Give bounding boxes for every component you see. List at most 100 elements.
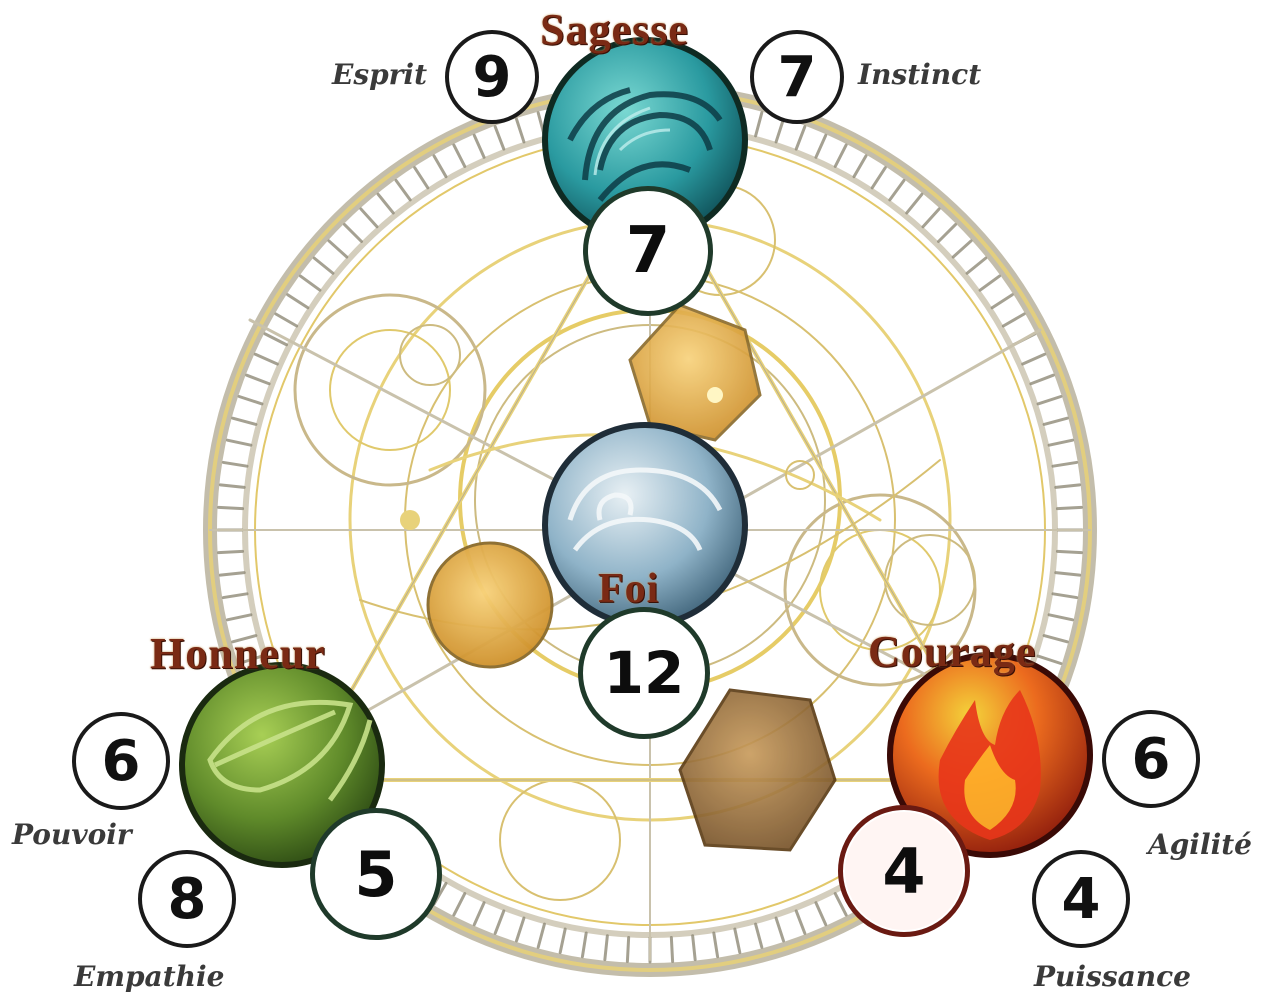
band-tick — [219, 551, 243, 552]
sagesse-title: Sagesse — [540, 4, 689, 55]
band-tick — [378, 194, 393, 213]
courage-title-text: Courage — [868, 627, 1036, 676]
pouvoir-value: 6 — [72, 712, 170, 810]
band-tick — [1038, 656, 1061, 663]
band-tick — [1053, 462, 1077, 466]
band-tick — [1031, 375, 1053, 384]
band-tick — [345, 225, 362, 242]
band-tick — [560, 929, 565, 952]
band-tick — [474, 135, 484, 157]
band-tick — [227, 615, 250, 620]
band-tick — [454, 894, 465, 915]
band-tick — [854, 156, 866, 177]
puissance-value: 4 — [1032, 850, 1130, 948]
band-tick — [474, 903, 484, 925]
puissance-label: Puissance — [1034, 960, 1191, 993]
band-tick — [517, 918, 524, 941]
band-tick — [967, 258, 986, 273]
band-tick — [671, 937, 672, 961]
band-tick — [1049, 615, 1072, 620]
band-tick — [454, 145, 465, 166]
band-tick — [582, 933, 586, 957]
honneur-title: Honneur — [150, 628, 326, 679]
band-tick — [776, 918, 783, 941]
band-tick — [265, 334, 286, 345]
band-tick — [796, 911, 805, 933]
band-tick — [816, 135, 826, 157]
band-tick — [219, 507, 243, 508]
band-tick — [538, 924, 544, 947]
band-tick — [923, 209, 939, 227]
band-tick — [1057, 551, 1081, 552]
band-tick — [288, 295, 308, 308]
band-tick — [1044, 636, 1067, 642]
band-tick — [517, 119, 524, 142]
band-tick — [1056, 573, 1080, 576]
foi-title-text: Foi — [598, 566, 659, 612]
band-tick — [223, 594, 247, 598]
empathie-label: Empathie — [74, 960, 224, 993]
band-tick — [776, 119, 783, 142]
instinct-label: Instinct — [858, 58, 981, 91]
band-tick — [1003, 314, 1024, 326]
band-tick — [816, 903, 826, 925]
band-tick — [605, 936, 608, 960]
band-tick — [1057, 507, 1081, 508]
band-tick — [890, 181, 904, 200]
band-tick — [220, 573, 244, 576]
band-tick — [714, 933, 718, 957]
agilite-label: Agilité — [1148, 828, 1252, 861]
band-tick — [434, 156, 446, 177]
band-tick — [239, 397, 262, 404]
band-tick — [992, 295, 1012, 308]
band-tick — [1023, 354, 1045, 364]
band-tick — [1049, 440, 1072, 445]
band-tick — [247, 375, 269, 384]
band-tick — [396, 181, 410, 200]
band-tick — [872, 168, 885, 188]
band-tick — [415, 168, 428, 188]
band-tick — [276, 314, 297, 326]
band-tick — [1038, 397, 1061, 404]
band-tick — [233, 418, 256, 424]
band-tick — [953, 241, 971, 257]
foi-score: 12 — [578, 607, 710, 739]
band-tick — [627, 937, 628, 961]
band-tick — [329, 241, 347, 257]
sagesse-score: 7 — [583, 186, 713, 316]
empathie-value: 8 — [138, 850, 236, 948]
band-tick — [361, 209, 377, 227]
band-tick — [735, 929, 740, 952]
courage-score: 4 — [838, 805, 970, 937]
foi-title: Foi — [598, 565, 659, 613]
band-tick — [220, 485, 244, 488]
honneur-score: 5 — [310, 808, 442, 940]
band-tick — [1044, 418, 1067, 424]
esprit-value: 9 — [445, 30, 539, 124]
honneur-title-text: Honneur — [150, 629, 326, 678]
band-tick — [1053, 594, 1077, 598]
band-tick — [1056, 485, 1080, 488]
band-tick — [255, 354, 277, 364]
band-tick — [301, 276, 320, 290]
band-tick — [756, 113, 762, 136]
instinct-value: 7 — [750, 30, 844, 124]
band-tick — [796, 127, 805, 149]
esprit-label: Esprit — [332, 58, 427, 91]
band-tick — [835, 145, 846, 166]
band-tick — [223, 462, 247, 466]
band-tick — [495, 911, 504, 933]
courage-title: Courage — [868, 626, 1036, 677]
band-tick — [495, 127, 504, 149]
band-tick — [938, 225, 955, 242]
pouvoir-label: Pouvoir — [12, 818, 132, 851]
band-tick — [756, 924, 762, 947]
sagesse-title-text: Sagesse — [540, 5, 689, 54]
band-tick — [693, 936, 696, 960]
band-tick — [227, 440, 250, 445]
agilite-value: 6 — [1102, 710, 1200, 808]
band-tick — [907, 194, 922, 213]
band-tick — [980, 276, 999, 290]
band-tick — [314, 258, 333, 273]
